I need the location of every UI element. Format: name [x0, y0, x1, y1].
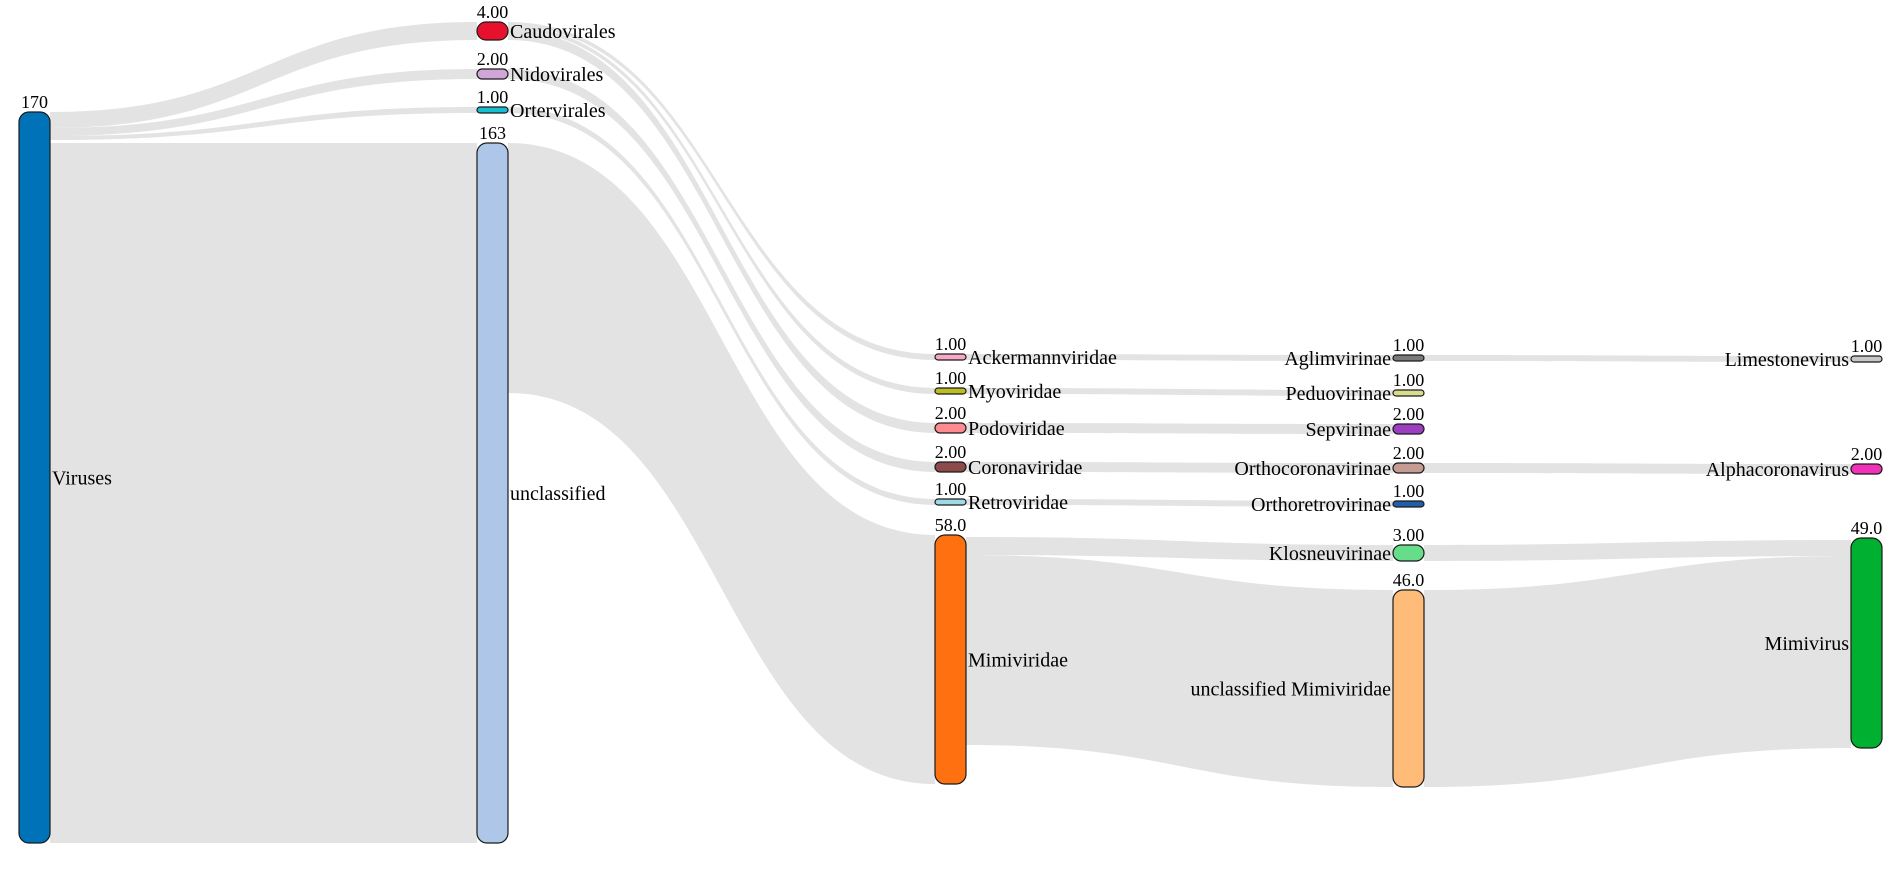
node-label-myoviridae: Myoviridae [968, 381, 1061, 403]
node-value-unclassified: 163 [479, 123, 506, 143]
node-value-ortervirales: 1.00 [477, 87, 509, 107]
link-aglimvirinae-to-limestonevirus [1424, 355, 1851, 362]
node-value-unclassified_mimiviridae: 46.0 [1393, 570, 1425, 590]
node-value-retroviridae: 1.00 [935, 479, 967, 499]
node-label-peduovirinae: Peduovirinae [1285, 383, 1391, 405]
node-orthoretrovirinae[interactable] [1392, 500, 1425, 508]
node-value-coronaviridae: 2.00 [935, 442, 967, 462]
node-orthocoronavirinae[interactable] [1392, 462, 1425, 474]
node-myoviridae[interactable] [934, 387, 967, 395]
link-mimiviridae-to-klosneuvirinae [966, 537, 1393, 561]
link-ackermannviridae-to-aglimvirinae [966, 354, 1393, 361]
node-ortervirales[interactable] [476, 106, 509, 114]
link-layer [50, 22, 1851, 843]
link-caudovirales-to-podoviridae [508, 30, 935, 433]
node-nidovirales[interactable] [476, 68, 509, 80]
node-label-nidovirales: Nidovirales [510, 64, 604, 86]
node-peduovirinae[interactable] [1392, 389, 1425, 397]
node-label-orthoretrovirinae: Orthoretrovirinae [1251, 494, 1391, 516]
node-label-unclassified_mimiviridae: unclassified Mimiviridae [1190, 679, 1391, 701]
node-value-myoviridae: 1.00 [935, 368, 967, 388]
link-myoviridae-to-peduovirinae [966, 388, 1393, 396]
link-viruses-to-nidovirales [50, 69, 477, 136]
node-podoviridae[interactable] [934, 422, 967, 434]
node-value-nidovirales: 2.00 [477, 49, 509, 69]
node-alphacoronavirus[interactable] [1850, 463, 1883, 475]
node-mimivirus[interactable] [1850, 537, 1883, 749]
node-label-coronaviridae: Coronaviridae [968, 457, 1083, 479]
link-unclassified-to-mimiviridae [508, 143, 935, 784]
node-mimiviridae[interactable] [934, 534, 967, 785]
node-value-mimivirus: 49.0 [1851, 518, 1883, 538]
node-label-viruses: Viruses [52, 468, 112, 490]
link-klosneuvirinae-to-mimivirus [1424, 540, 1851, 561]
node-aglimvirinae[interactable] [1392, 354, 1425, 362]
link-unclassified_mimiviridae-to-mimivirus [1424, 556, 1851, 787]
link-viruses-to-ortervirales [50, 107, 477, 140]
node-viruses[interactable] [18, 111, 51, 844]
node-limestonevirus[interactable] [1850, 355, 1883, 363]
node-sepvirinae[interactable] [1392, 423, 1425, 435]
node-label-klosneuvirinae: Klosneuvirinae [1269, 543, 1391, 565]
node-label-ackermannviridae: Ackermannviridae [968, 347, 1117, 369]
node-label-orthocoronavirinae: Orthocoronavirinae [1234, 458, 1391, 480]
node-label-mimivirus: Mimivirus [1765, 633, 1850, 655]
node-value-viruses: 170 [21, 92, 48, 112]
node-label-ortervirales: Ortervirales [510, 100, 606, 122]
node-value-alphacoronavirus: 2.00 [1851, 444, 1883, 464]
link-mimiviridae-to-unclassified_mimiviridae [966, 555, 1393, 787]
node-ackermannviridae[interactable] [934, 353, 967, 361]
node-label-unclassified: unclassified [510, 483, 606, 505]
link-caudovirales-to-ackermannviridae [508, 22, 935, 360]
node-label-limestonevirus: Limestonevirus [1725, 349, 1850, 371]
node-value-peduovirinae: 1.00 [1393, 370, 1425, 390]
node-layer [18, 21, 1883, 844]
node-label-alphacoronavirus: Alphacoronavirus [1706, 459, 1850, 481]
node-retroviridae[interactable] [934, 498, 967, 506]
node-value-podoviridae: 2.00 [935, 403, 967, 423]
link-orthocoronavirinae-to-alphacoronavirus [1424, 463, 1851, 474]
link-coronaviridae-to-orthocoronavirinae [966, 462, 1393, 473]
link-nidovirales-to-coronaviridae [508, 69, 935, 472]
node-value-aglimvirinae: 1.00 [1393, 335, 1425, 355]
node-value-ackermannviridae: 1.00 [935, 334, 967, 354]
link-podoviridae-to-sepvirinae [966, 423, 1393, 434]
node-value-orthocoronavirinae: 2.00 [1393, 443, 1425, 463]
link-viruses-to-unclassified [50, 143, 477, 843]
node-label-aglimvirinae: Aglimvirinae [1284, 348, 1391, 370]
link-retroviridae-to-orthoretrovirinae [966, 499, 1393, 507]
link-ortervirales-to-retroviridae [508, 107, 935, 505]
node-label-sepvirinae: Sepvirinae [1305, 419, 1391, 441]
node-value-klosneuvirinae: 3.00 [1393, 525, 1425, 545]
node-value-caudovirales: 4.00 [477, 2, 509, 22]
node-value-mimiviridae: 58.0 [935, 515, 967, 535]
node-caudovirales[interactable] [476, 21, 509, 41]
link-viruses-to-caudovirales [50, 22, 477, 128]
node-klosneuvirinae[interactable] [1392, 544, 1425, 562]
node-value-sepvirinae: 2.00 [1393, 404, 1425, 424]
label-layer: 170Viruses4.00Caudovirales2.00Nidovirale… [21, 2, 1882, 701]
link-caudovirales-to-myoviridae [508, 26, 935, 394]
node-value-limestonevirus: 1.00 [1851, 336, 1883, 356]
node-unclassified_mimiviridae[interactable] [1392, 589, 1425, 788]
node-coronaviridae[interactable] [934, 461, 967, 473]
node-label-retroviridae: Retroviridae [968, 492, 1068, 514]
node-value-orthoretrovirinae: 1.00 [1393, 481, 1425, 501]
node-label-caudovirales: Caudovirales [510, 21, 616, 43]
node-label-podoviridae: Podoviridae [968, 418, 1065, 440]
node-unclassified[interactable] [476, 142, 509, 844]
node-label-mimiviridae: Mimiviridae [968, 650, 1068, 672]
